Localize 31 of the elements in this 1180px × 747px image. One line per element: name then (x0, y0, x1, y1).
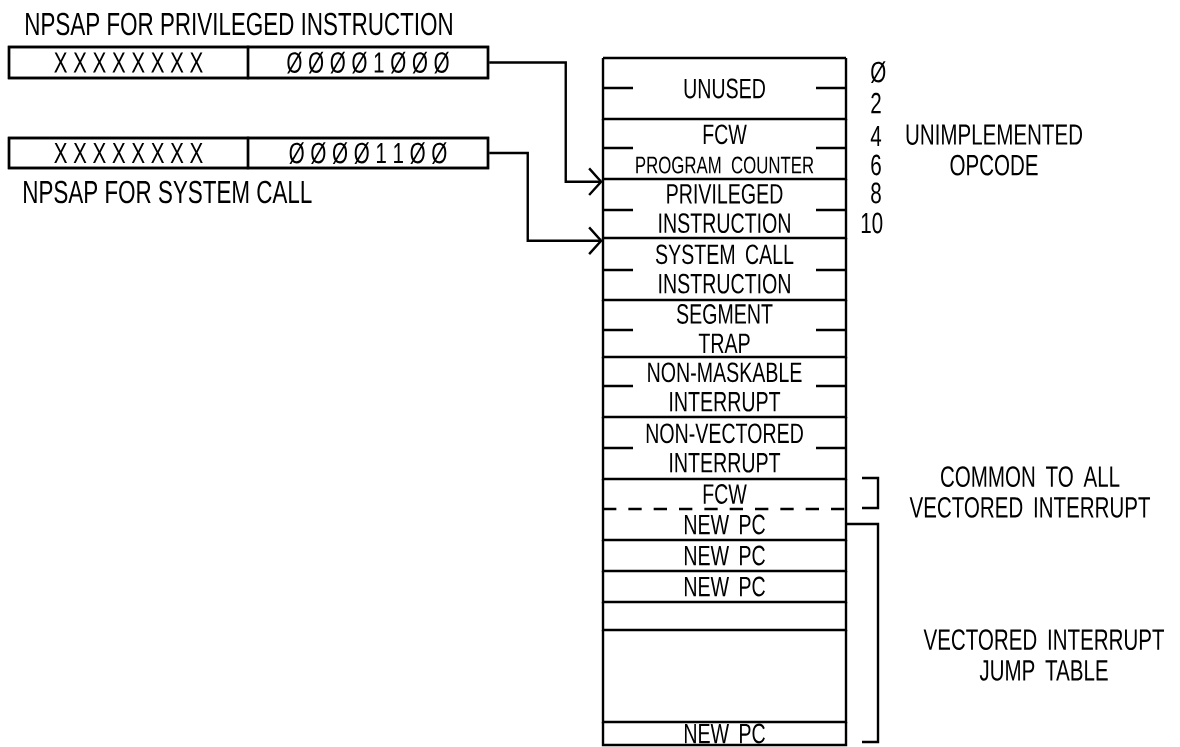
offset-number: Ø (871, 61, 886, 83)
arrow (489, 151, 603, 255)
offset-number: 10 (861, 212, 883, 234)
memory-cell: SEGMENT TRAP (601, 300, 848, 359)
empty-cell (601, 602, 848, 632)
memory-cell: NEW PC (601, 722, 848, 747)
memory-cell: FCW (601, 477, 848, 511)
memory-cell: SYSTEM CALL INSTRUCTION (601, 238, 848, 302)
bit-field: X X X X X X X X (7, 136, 250, 170)
memory-cell: NON-MASKABLE INTERRUPT (601, 357, 848, 419)
offset-number: 4 (870, 125, 882, 147)
memory-cell: FCW PROGRAM COUNTER (601, 119, 848, 181)
bit-field: X X X X X X X X (7, 45, 250, 80)
memory-cell: NEW PC (601, 509, 848, 542)
arrow (489, 61, 603, 196)
annotation-text: COMMON TO ALL VECTORED INTERRUPT (909, 466, 1150, 518)
memory-cell: PRIVILEGED INSTRUCTION (601, 179, 848, 240)
offset-number: 8 (871, 182, 881, 204)
bit-field: Ø Ø Ø Ø 1 1 Ø Ø (246, 136, 490, 170)
memory-cell: UNUSED (601, 56, 848, 121)
bit-field: Ø Ø Ø Ø 1 Ø Ø Ø (246, 45, 490, 80)
offset-number: 6 (871, 154, 881, 176)
memory-cell: NEW PC (601, 540, 848, 573)
node-label: NPSAP FOR SYSTEM CALL (24, 180, 312, 204)
annotation-text: VECTORED INTERRUPT JUMP TABLE (923, 629, 1164, 681)
empty-cell (601, 630, 848, 724)
memory-cell: NEW PC (601, 571, 848, 604)
node-label: NPSAP FOR PRIVILEGED INSTRUCTION (26, 12, 452, 36)
annotation-text: UNIMPLEMENTED OPCODE (906, 124, 1082, 176)
offset-number: 2 (871, 92, 881, 114)
memory-cell: NON-VECTORED INTERRUPT (601, 417, 848, 481)
